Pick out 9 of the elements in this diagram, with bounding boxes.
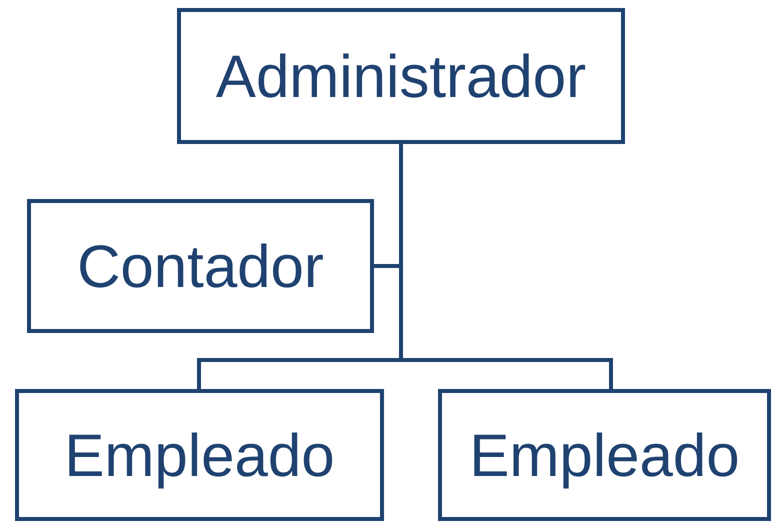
role-label: Empleado	[64, 420, 335, 490]
role-label: Empleado	[469, 420, 740, 490]
role-label: Contador	[77, 232, 324, 300]
org-box	[177, 8, 625, 144]
role-label: Administrador	[216, 42, 586, 110]
connector-line	[399, 144, 613, 389]
org-box	[438, 389, 771, 521]
org-box	[27, 199, 374, 333]
org-box	[15, 389, 384, 521]
